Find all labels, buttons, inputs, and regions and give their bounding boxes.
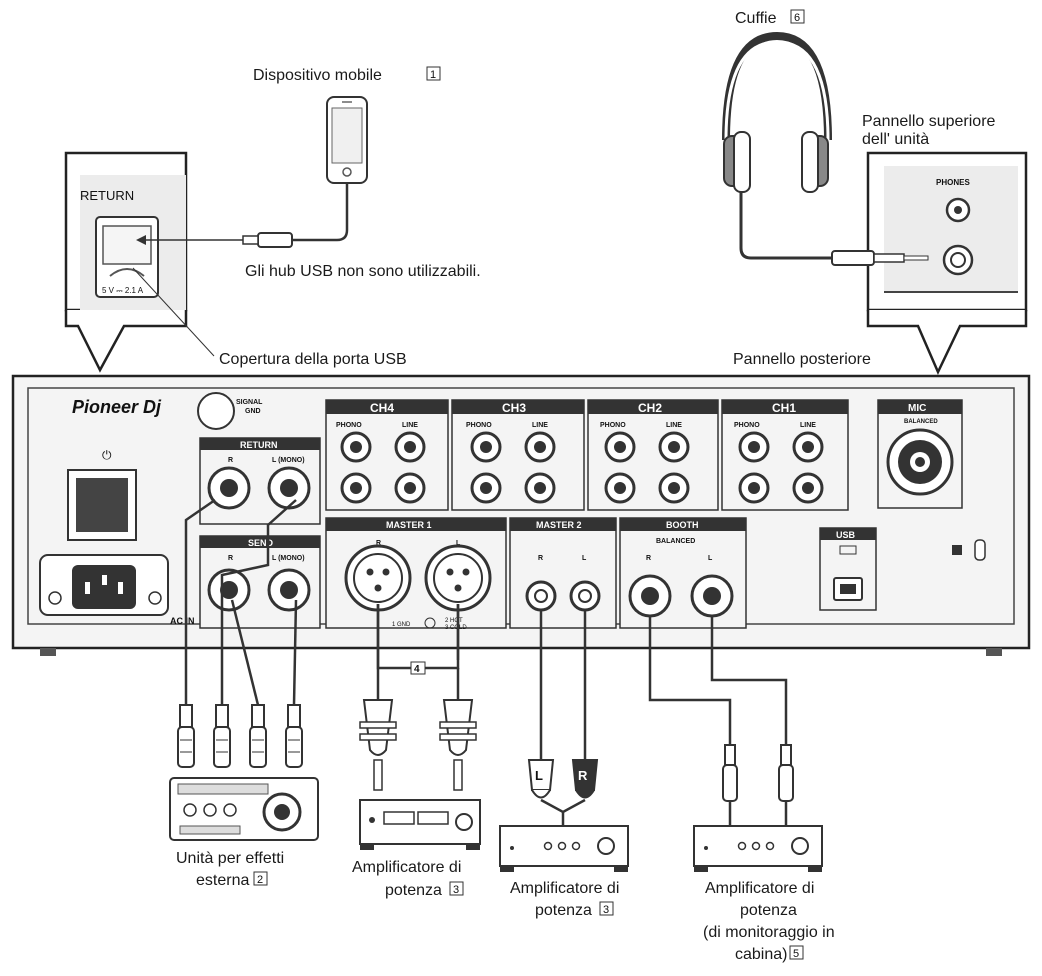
xlr-plugs [359, 699, 477, 791]
hot-pin-label: 2 HOT [445, 618, 463, 624]
amp3 [693, 825, 823, 872]
top-panel-label-2: dell' unità [862, 131, 929, 148]
usb-hub-note: Gli hub USB non sono utilizzabili. [245, 263, 481, 280]
booth-block: BOOTH BALANCED R L [619, 517, 747, 629]
ch4-block: CH4 PHONO LINE [325, 399, 449, 511]
headphones-label: Cuffie [735, 10, 777, 27]
amp3-num: 5 [793, 948, 799, 960]
master1-r: R [376, 540, 381, 547]
return-label: RETURN [240, 440, 278, 450]
master1-block: MASTER 1 R L 1 GND 2 HOT 3 COLD [325, 517, 507, 631]
ch2-label: CH2 [638, 401, 662, 415]
booth-label: BOOTH [666, 520, 699, 530]
send-l: L (MONO) [272, 555, 305, 562]
usb-cover-label: Copertura della porta USB [219, 351, 407, 368]
amp3-label-1: Amplificatore di [705, 880, 814, 897]
phones-inset: PHONES [866, 151, 1028, 376]
master1-label: MASTER 1 [386, 520, 432, 530]
rear-panel: Pioneer Dj SIGNAL GND ⏻ AC IN RETURN R L… [11, 374, 1031, 656]
usb-inset: RETURN 5 V ⎓ 2.1 A [64, 151, 188, 373]
ch3-block: CH3 PHONO LINE [451, 399, 585, 511]
fx-num: 2 [257, 874, 263, 886]
return-inset-label: RETURN [80, 188, 134, 203]
ch1-block: CH1 PHONO LINE [721, 399, 849, 511]
gnd-label: GND [245, 408, 261, 415]
phones-label: PHONES [936, 178, 970, 187]
usb-label: USB [836, 530, 856, 540]
ch4-label: CH4 [370, 401, 394, 415]
amp3-label-4: cabina) [735, 946, 787, 963]
ch4-phono: PHONO [336, 422, 362, 429]
amp1-label-1: Amplificatore di [352, 859, 461, 876]
mobile-device [326, 96, 368, 184]
booth-balanced: BALANCED [656, 538, 695, 545]
mobile-device-label: Dispositivo mobile [253, 67, 382, 84]
cables [184, 498, 788, 760]
rear-panel-label: Pannello posteriore [733, 351, 871, 368]
mobile-num: 1 [430, 69, 436, 81]
master2-label: MASTER 2 [536, 520, 582, 530]
master2-block: MASTER 2 R L [509, 517, 617, 629]
mic-balanced: BALANCED [904, 419, 938, 425]
ch4-line: LINE [402, 422, 418, 429]
ch3-line: LINE [532, 422, 548, 429]
ch1-line: LINE [800, 422, 816, 429]
signal-label: SIGNAL [236, 399, 263, 406]
fx-unit [169, 777, 319, 841]
master1-l: L [456, 540, 461, 547]
ch2-line: LINE [666, 422, 682, 429]
ch1-phono: PHONO [734, 422, 760, 429]
rca-l-label: L [535, 768, 543, 783]
headphones-num: 6 [794, 12, 800, 24]
master2-r: R [538, 555, 543, 562]
top-panel-label-1: Pannello superiore [862, 113, 996, 130]
headphones [722, 31, 832, 218]
cold-pin-label: 3 COLD [445, 625, 467, 631]
mic-block: MIC BALANCED [877, 399, 963, 509]
amp2-num: 3 [603, 904, 609, 916]
fx-label-1: Unità per effetti [176, 850, 284, 867]
brand-logo: Pioneer Dj [72, 397, 162, 417]
fx-plugs [177, 704, 303, 768]
ch2-phono: PHONO [600, 422, 626, 429]
amp1-label-2: potenza [385, 882, 442, 899]
booth-plugs [722, 744, 794, 826]
master-cable-num: 4 [414, 664, 420, 675]
ac-in-label: AC IN [170, 616, 195, 626]
rca-r-label: R [578, 768, 588, 783]
usb-rating: 5 V ⎓ 2.1 A [102, 286, 144, 295]
fx-label-2: esterna [196, 872, 249, 889]
usb-port-cover [102, 225, 152, 265]
send-label: SEND [248, 538, 274, 548]
master2-l: L [582, 555, 587, 562]
ch3-label: CH3 [502, 401, 526, 415]
amp3-label-2: potenza [740, 902, 797, 919]
amp2-label-1: Amplificatore di [510, 880, 619, 897]
send-r: R [228, 555, 233, 562]
booth-r: R [646, 555, 651, 562]
ch2-block: CH2 PHONO LINE [587, 399, 719, 511]
ch3-phono: PHONO [466, 422, 492, 429]
gnd-pin-label: 1 GND [392, 622, 411, 628]
ch1-label: CH1 [772, 401, 796, 415]
amp2 [499, 825, 629, 872]
amp3-label-3: (di monitoraggio in [703, 924, 835, 941]
rca-plugs: L R [527, 759, 599, 826]
return-r: R [228, 457, 233, 464]
amp1 [359, 799, 481, 850]
return-l: L (MONO) [272, 457, 305, 464]
power-icon: ⏻ [102, 448, 112, 462]
amp1-num: 3 [453, 884, 459, 896]
usb-block: USB [819, 527, 877, 611]
booth-l: L [708, 555, 713, 562]
amp2-label-2: potenza [535, 902, 592, 919]
mic-label: MIC [908, 403, 926, 414]
